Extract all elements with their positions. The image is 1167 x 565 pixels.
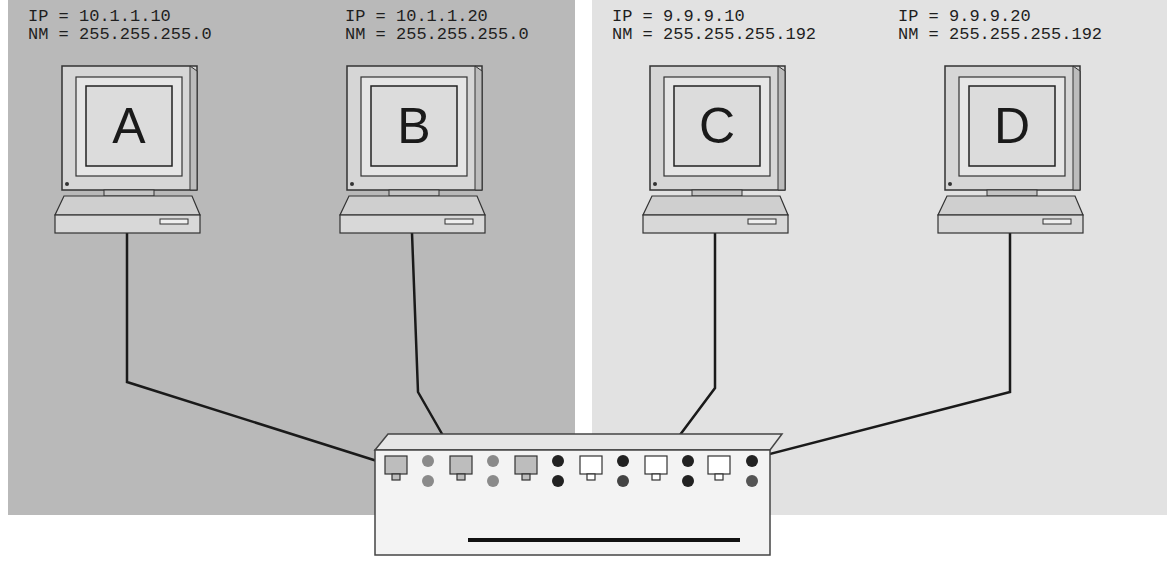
cable	[656, 233, 715, 467]
address-label: NM = 255.255.255.192	[898, 26, 1102, 44]
address-label: NM = 255.255.255.0	[345, 26, 529, 44]
address-label: IP = 9.9.9.10	[612, 8, 745, 26]
network-cables	[127, 233, 1010, 467]
computer-node: IP = 9.9.9.20NM = 255.255.255.192D	[898, 8, 1167, 243]
computer-letter: D	[969, 98, 1055, 154]
computer-node: IP = 10.1.1.10NM = 255.255.255.0A	[28, 8, 298, 243]
computer-letter: B	[371, 98, 457, 154]
address-label: NM = 255.255.255.0	[28, 26, 212, 44]
computer-letter: A	[86, 98, 172, 154]
cable	[412, 233, 461, 467]
address-label: IP = 10.1.1.20	[345, 8, 488, 26]
cable	[127, 233, 396, 467]
address-label: NM = 255.255.255.192	[612, 26, 816, 44]
computer-node: IP = 10.1.1.20NM = 255.255.255.0B	[337, 8, 607, 243]
network-hub	[375, 434, 782, 555]
address-label: IP = 10.1.1.10	[28, 8, 171, 26]
computer-node: IP = 9.9.9.10NM = 255.255.255.192C	[612, 8, 882, 243]
cable	[719, 233, 1010, 467]
address-label: IP = 9.9.9.20	[898, 8, 1031, 26]
computer-letter: C	[674, 98, 760, 154]
